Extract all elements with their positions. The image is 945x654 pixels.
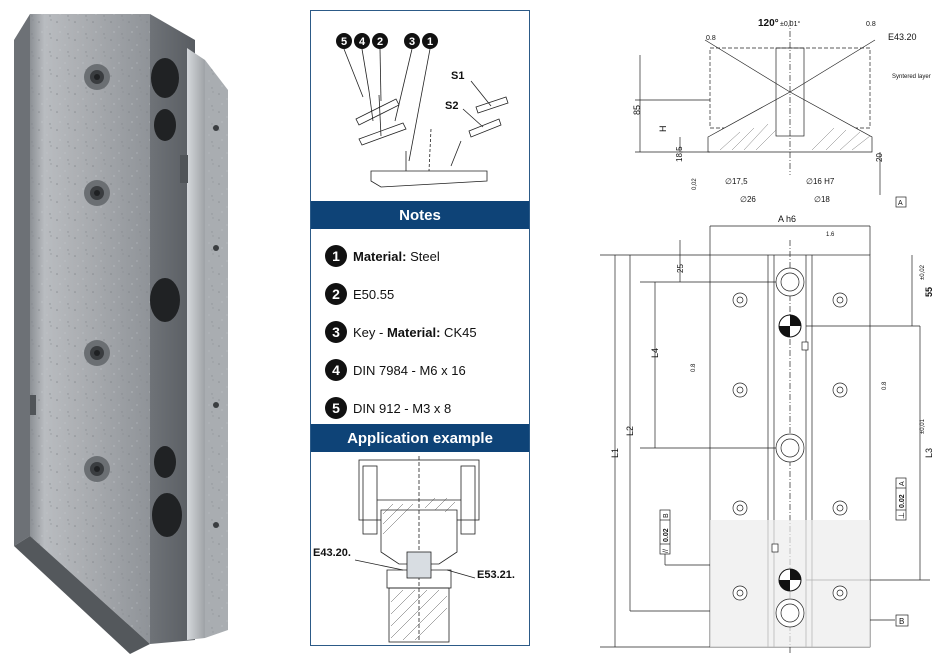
note-number-5: 5 — [325, 397, 347, 419]
screw-hole-1 — [84, 64, 110, 90]
note-number-4: 4 — [325, 359, 347, 381]
technical-drawing: 120° ±0,01° 0.8 0.8 E43.20 Syntered laye… — [600, 18, 934, 654]
application-title: Application example — [311, 424, 529, 452]
rough-top-left: 0.8 — [706, 35, 716, 42]
center-mark-top — [778, 314, 802, 338]
rough-top-right: 0.8 — [866, 21, 876, 28]
bubble-3: 3 — [409, 36, 415, 48]
label-s2: S2 — [445, 100, 458, 112]
ref-e43: E43.20 — [888, 32, 917, 42]
fcf-left-sym: // — [663, 549, 670, 553]
dim-angle-tol: ±0,01° — [780, 20, 800, 28]
dim-l2: L2 — [625, 426, 635, 436]
note-item-3: 3 Key - Material: CK45 — [325, 313, 525, 351]
note-3-rest: CK45 — [440, 324, 477, 340]
fcf-left-val: 0.02 — [663, 528, 670, 542]
screw-hole-2 — [84, 180, 110, 206]
notes-panel: 5 4 2 3 1 S1 S2 Notes — [310, 10, 530, 646]
rough-1-6: 1.6 — [826, 232, 835, 238]
fcf-right-ref: A — [899, 481, 906, 486]
bubble-1: 1 — [427, 36, 433, 48]
note-1-rest: Steel — [406, 248, 440, 264]
dim-l1: L1 — [610, 448, 620, 458]
center-mark-bottom — [778, 568, 802, 592]
note-3-pre: Key - — [353, 324, 387, 340]
note-3-bold: Material: — [386, 324, 441, 340]
dim-h: H — [658, 126, 668, 133]
bubble-2: 2 — [377, 36, 383, 48]
note-2-text: E50.55 — [353, 286, 395, 302]
dim-55-tol: ±0,02 — [920, 264, 926, 280]
notes-title: Notes — [311, 201, 529, 229]
label-e53: E53.21. — [477, 569, 515, 581]
note-item-1: 1 Material: Steel — [325, 237, 525, 275]
dim-l3-tol: ±0,01 — [920, 418, 926, 434]
dim-angle: 120° — [758, 18, 779, 29]
note-1-bold: Material: — [353, 248, 407, 264]
dim-d16: ∅16 H7 — [806, 177, 835, 186]
fcf-left: // 0.02 B — [659, 509, 710, 566]
screw-hole-3 — [84, 340, 110, 366]
label-s1: S1 — [451, 70, 464, 82]
note-item-4: 4 DIN 7984 - M6 x 16 — [325, 351, 525, 389]
bubble-group: 5 4 2 3 1 — [336, 33, 438, 49]
note-number-1: 1 — [325, 245, 347, 267]
note-number-2: 2 — [325, 283, 347, 305]
label-e43: E43.20. — [313, 547, 351, 559]
rough-right: 0.8 — [882, 381, 888, 390]
fcf-right-sym: ⊥ — [897, 512, 906, 519]
rough-left: 0.8 — [691, 363, 697, 372]
dim-20: 20 — [875, 153, 884, 162]
datum-a-top: A — [898, 200, 903, 207]
syntered-layer-note: Syntered layer — [892, 74, 931, 80]
fcf-left-ref: B — [663, 513, 670, 518]
dim-a-h6: A h6 — [778, 214, 796, 224]
note-5-text: DIN 912 - M3 x 8 — [353, 400, 452, 416]
dim-85: 85 — [632, 105, 642, 115]
dim-d17-5: ∅17,5 — [725, 177, 748, 186]
notes-list: 1 Material: Steel 2 E50.55 3 Key - Mater… — [325, 237, 525, 427]
product-render — [14, 14, 228, 654]
fcf-right: ⊥ 0.02 A — [895, 477, 907, 521]
note-number-3: 3 — [325, 321, 347, 343]
datum-b: B — [899, 617, 904, 626]
fcf-right-val: 0.02 — [899, 494, 906, 508]
screw-hole-4 — [84, 456, 110, 482]
note-item-5: 5 DIN 912 - M3 x 8 — [325, 389, 525, 427]
dim-25: 25 — [676, 264, 685, 273]
dim-l4: L4 — [650, 348, 660, 358]
dim-0-02: 0,02 — [692, 178, 698, 190]
bubble-5: 5 — [341, 36, 347, 48]
note-item-2: 2 E50.55 — [325, 275, 525, 313]
dim-55: 55 — [924, 287, 934, 297]
bubble-4: 4 — [359, 36, 366, 48]
dim-18-5: 18,5 — [675, 146, 684, 162]
dim-d26: ∅26 — [740, 195, 756, 204]
dim-l3: L3 — [924, 448, 934, 458]
assembly-diagram: 5 4 2 3 1 S1 S2 — [336, 33, 509, 188]
dim-d18: ∅18 — [814, 195, 830, 204]
application-diagram: E43.20. E53.21. — [313, 456, 515, 643]
note-4-text: DIN 7984 - M6 x 16 — [353, 362, 466, 378]
